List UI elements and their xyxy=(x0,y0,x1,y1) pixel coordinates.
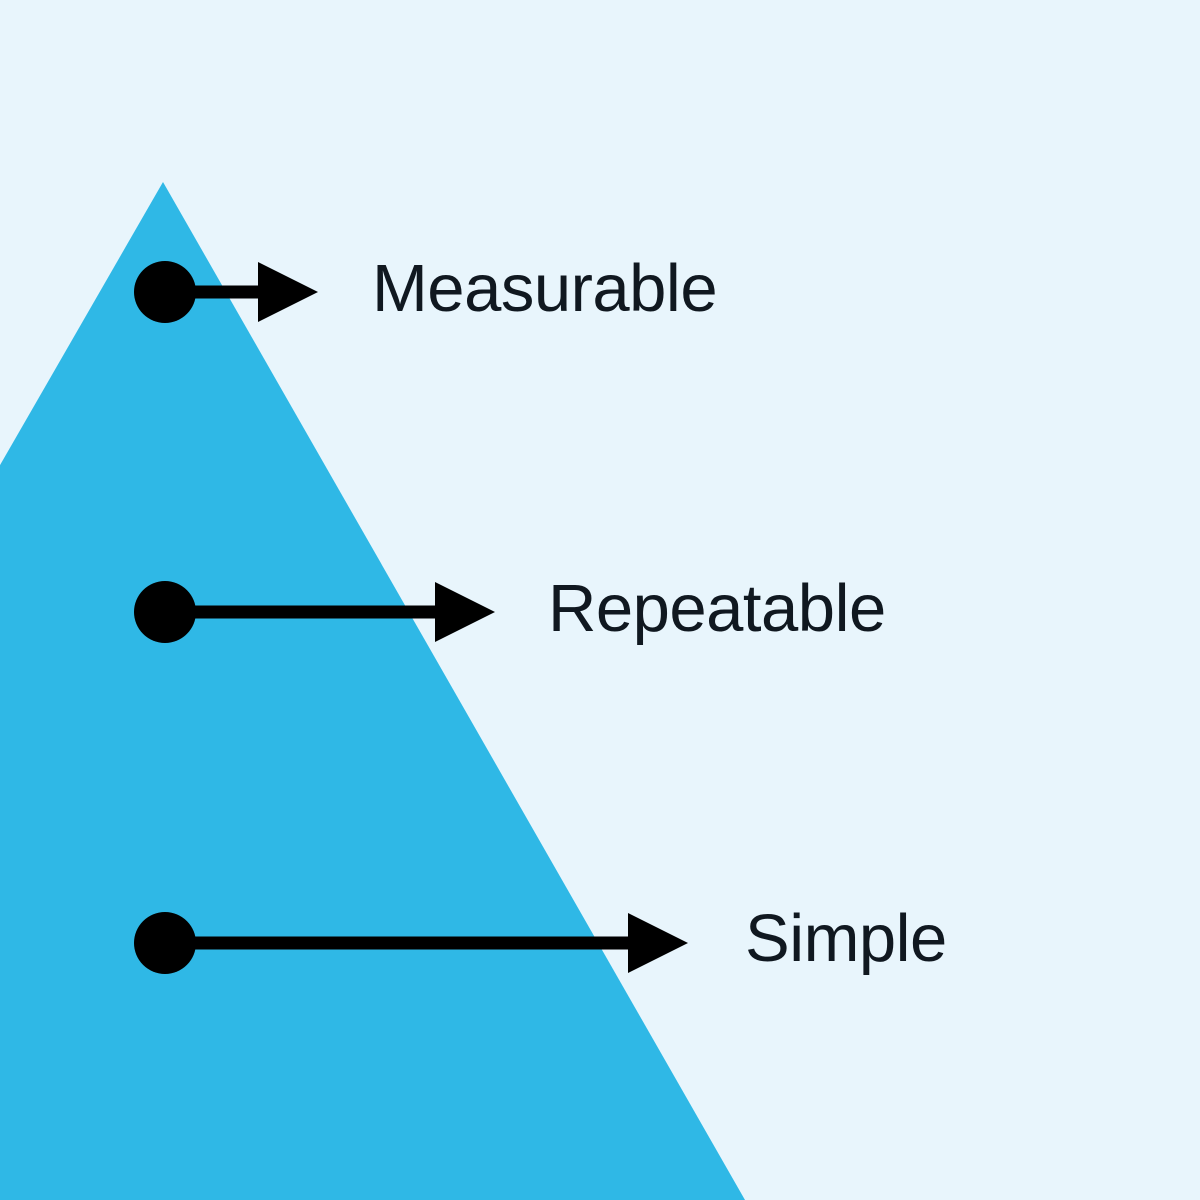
arrow-head-repeatable xyxy=(435,582,495,642)
arrow-shaft-simple xyxy=(165,936,628,950)
bullet-dot-measurable xyxy=(134,261,196,323)
arrow-head-measurable xyxy=(258,262,318,322)
bullet-dot-repeatable xyxy=(134,581,196,643)
callout-simple xyxy=(134,912,688,974)
arrow-head-simple xyxy=(628,913,688,973)
arrow-shaft-repeatable xyxy=(165,605,435,619)
callout-repeatable xyxy=(134,581,495,643)
callout-measurable xyxy=(134,261,318,323)
callout-label-repeatable: Repeatable xyxy=(548,571,886,646)
bullet-dot-simple xyxy=(134,912,196,974)
callout-label-simple: Simple xyxy=(745,901,947,976)
callout-label-measurable: Measurable xyxy=(372,251,718,326)
